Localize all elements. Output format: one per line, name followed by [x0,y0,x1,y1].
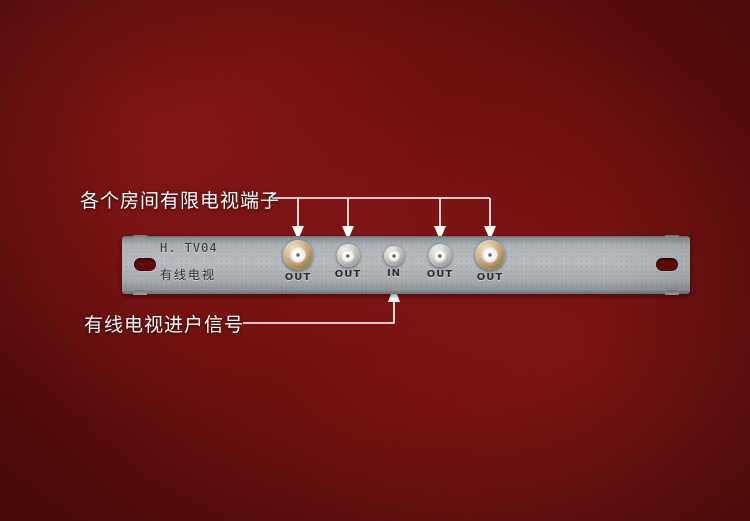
mounting-slot-left [134,258,156,271]
port-out-1[interactable]: OUT [283,240,313,283]
coax-center-pin-icon [488,253,492,257]
callout-top-label: 各个房间有限电视端子 [80,190,281,212]
port-out-1-label: OUT [284,272,312,283]
coax-center-pin-icon [296,253,300,257]
coax-nut-icon [283,240,313,270]
port-in-label: IN [386,268,402,279]
mounting-slot-right [656,258,678,271]
bottom-callout-path [243,302,395,324]
port-out-2[interactable]: OUT [335,240,361,280]
port-out-2-label: OUT [334,269,362,280]
panel-notch-bottom-left [133,290,147,295]
panel-type-label: 有线电视 [160,268,217,282]
coax-nut-icon [475,240,505,270]
coax-center-pin-icon [438,254,442,257]
panel-notch-top-right [665,235,679,240]
tv-distribution-panel: H. TV04 有线电视 OUT OUT [122,235,690,295]
port-out-3-label: OUT [426,269,454,280]
coax-center-pin-icon [346,254,350,257]
port-in[interactable]: IN [384,240,404,279]
panel-notch-bottom-right [665,290,679,295]
panel-notch-top-left [133,235,147,240]
port-out-3[interactable]: OUT [427,240,453,280]
coax-center-pin-icon [392,254,396,258]
panel-model-label: H. TV04 [160,241,218,255]
port-out-4-label: OUT [476,272,504,283]
coax-nut-icon [384,246,404,266]
port-out-4[interactable]: OUT [475,240,505,283]
coax-nut-icon [336,244,360,267]
panel-faceplate: H. TV04 有线电视 OUT OUT [122,235,690,295]
coax-nut-icon [428,244,452,267]
callout-bottom-label: 有线电视进户信号 [84,314,245,336]
